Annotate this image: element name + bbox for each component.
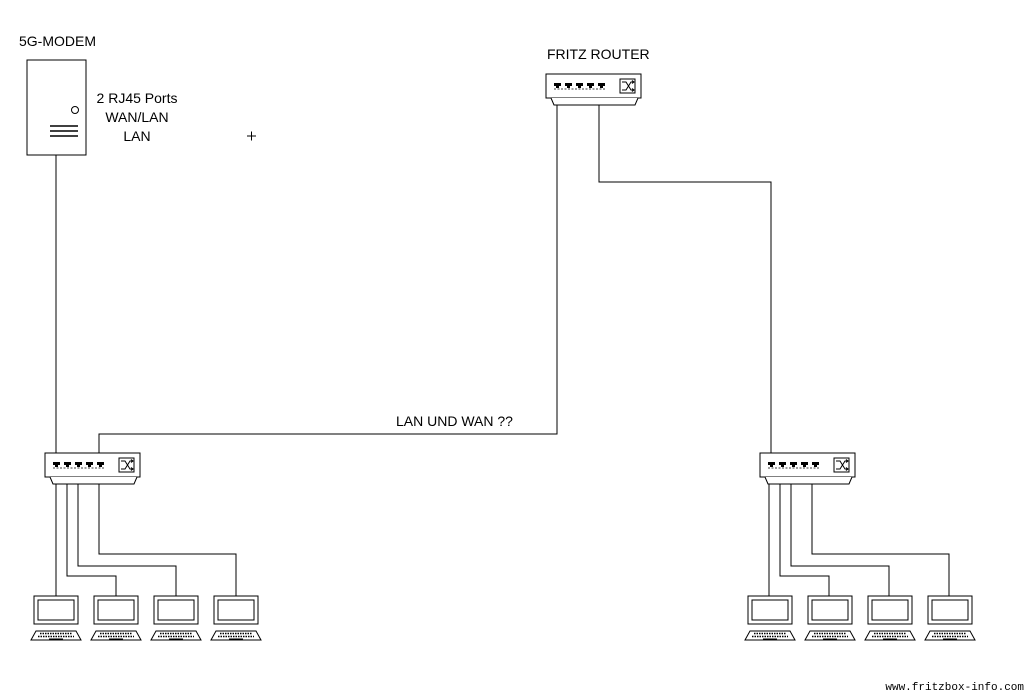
link-right-pc-4 xyxy=(811,472,950,597)
left-switch-icon xyxy=(44,452,141,485)
router-title: FRITZ ROUTER xyxy=(547,46,650,62)
link-label: LAN UND WAN ?? xyxy=(396,413,513,429)
right-computer-1-icon xyxy=(744,595,796,641)
left-computer-4-icon xyxy=(210,595,262,641)
left-computer-3-icon xyxy=(150,595,202,641)
right-computer-3-icon xyxy=(864,595,916,641)
modem-ports-line-2: WAN/LAN xyxy=(105,109,168,125)
link-left-pc-2 xyxy=(66,472,117,597)
link-left-pc-4 xyxy=(98,472,237,597)
link-right-pc-2 xyxy=(779,472,830,597)
crosshair-mark-icon xyxy=(247,131,256,141)
modem-ports-line-3: LAN xyxy=(123,128,150,144)
left-computer-1-icon xyxy=(30,595,82,641)
watermark: www.fritzbox-info.com xyxy=(885,682,1024,694)
modem-title: 5G-MODEM xyxy=(19,33,96,49)
link-left-switch-router xyxy=(98,92,558,467)
link-router-right-switch xyxy=(598,92,772,467)
right-computer-4-icon xyxy=(924,595,976,641)
right-computer-2-icon xyxy=(804,595,856,641)
link-right-pc-3 xyxy=(790,472,890,597)
link-left-pc-3 xyxy=(77,472,177,597)
modem-tower-icon xyxy=(26,59,87,156)
right-switch-icon xyxy=(759,452,856,485)
left-computer-2-icon xyxy=(90,595,142,641)
router-switch-icon xyxy=(545,73,642,106)
modem-ports-line-1: 2 RJ45 Ports xyxy=(97,90,178,106)
connection-lines xyxy=(55,92,950,597)
